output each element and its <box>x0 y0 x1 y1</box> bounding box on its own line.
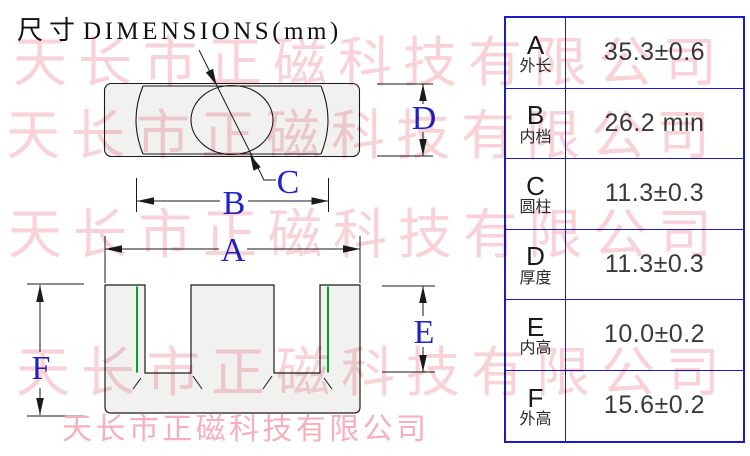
dim-name-cn: 外高 <box>519 411 552 428</box>
dim-name-cn: 厚度 <box>519 269 552 287</box>
label-e: E <box>414 314 435 351</box>
row-header: E 内高 <box>506 300 566 370</box>
label-b: B <box>223 185 246 222</box>
arrowhead <box>250 154 261 171</box>
arrowhead <box>311 197 329 205</box>
arrowhead <box>205 68 217 85</box>
dim-name-cn: 圆柱 <box>519 199 552 216</box>
arrowhead <box>36 285 44 302</box>
company-footer: 天长市正磁科技有限公司 <box>62 413 430 446</box>
dim-value: 11.3±0.3 <box>604 179 705 208</box>
arrowhead <box>419 286 427 303</box>
label-a: A <box>221 232 246 269</box>
right-leg-arc <box>320 85 329 155</box>
label-c: C <box>277 164 300 201</box>
table-row: D 厚度 11.3±0.3 <box>506 229 743 300</box>
dimension-b: B <box>136 178 329 222</box>
front-view-outline <box>104 284 361 414</box>
page-title: 尺寸DIMENSIONS(mm) <box>17 10 342 47</box>
dimension-d: D <box>377 83 437 157</box>
dim-name-cn: 内高 <box>519 340 552 357</box>
dim-name-cn: 内档 <box>519 128 552 146</box>
dim-name-cn: 外长 <box>519 58 552 75</box>
dim-letter: A <box>526 29 545 60</box>
dimension-e: E <box>382 285 435 373</box>
table-row: E 内高 10.0±0.2 <box>506 300 743 371</box>
arrowhead <box>419 139 427 156</box>
left-leg-arc <box>135 85 144 155</box>
row-header: C 圆柱 <box>506 159 566 229</box>
row-header: F 外高 <box>506 370 566 441</box>
table-row: F 外高 15.6±0.2 <box>506 370 743 441</box>
dim-value: 35.3±0.6 <box>603 38 706 67</box>
arrowhead <box>36 398 44 415</box>
dim-value: 15.6±0.2 <box>603 391 706 420</box>
dimension-c: C <box>198 49 300 201</box>
arrowhead <box>137 197 154 205</box>
title-en: DIMENSIONS(mm) <box>83 18 342 45</box>
arrowhead <box>419 84 427 101</box>
dim-letter: F <box>527 382 544 413</box>
arrowhead <box>343 245 360 253</box>
title-cn: 尺寸 <box>17 16 82 46</box>
dim-letter: D <box>526 241 545 272</box>
row-header: A 外长 <box>506 18 566 88</box>
dim-letter: B <box>526 100 545 131</box>
table-row: A 外长 35.3±0.6 <box>506 18 743 89</box>
dim-letter: E <box>526 311 545 342</box>
dimensions-table: A 外长 35.3±0.6 B 内档 26.2 min C 圆柱 11.3±0.… <box>504 16 745 443</box>
row-header: B 内档 <box>506 88 566 158</box>
table-row: B 内档 26.2 min <box>506 88 743 159</box>
label-d: D <box>412 100 437 137</box>
dim-value: 11.3±0.3 <box>604 249 705 278</box>
dim-value: 10.0±0.2 <box>603 320 706 349</box>
dim-letter: C <box>526 170 545 201</box>
label-f: F <box>32 350 51 387</box>
table-row: C 圆柱 11.3±0.3 <box>506 159 743 230</box>
arrowhead <box>105 245 122 253</box>
dimension-a: A <box>104 232 361 283</box>
top-view <box>103 82 361 158</box>
row-header: D 厚度 <box>506 229 566 299</box>
fillet-ticks <box>132 375 333 390</box>
center-post-circle <box>190 84 274 156</box>
front-view <box>104 284 361 414</box>
dim-value: 26.2 min <box>604 108 705 137</box>
dimension-f: F <box>27 283 84 417</box>
arrowhead <box>419 355 427 372</box>
